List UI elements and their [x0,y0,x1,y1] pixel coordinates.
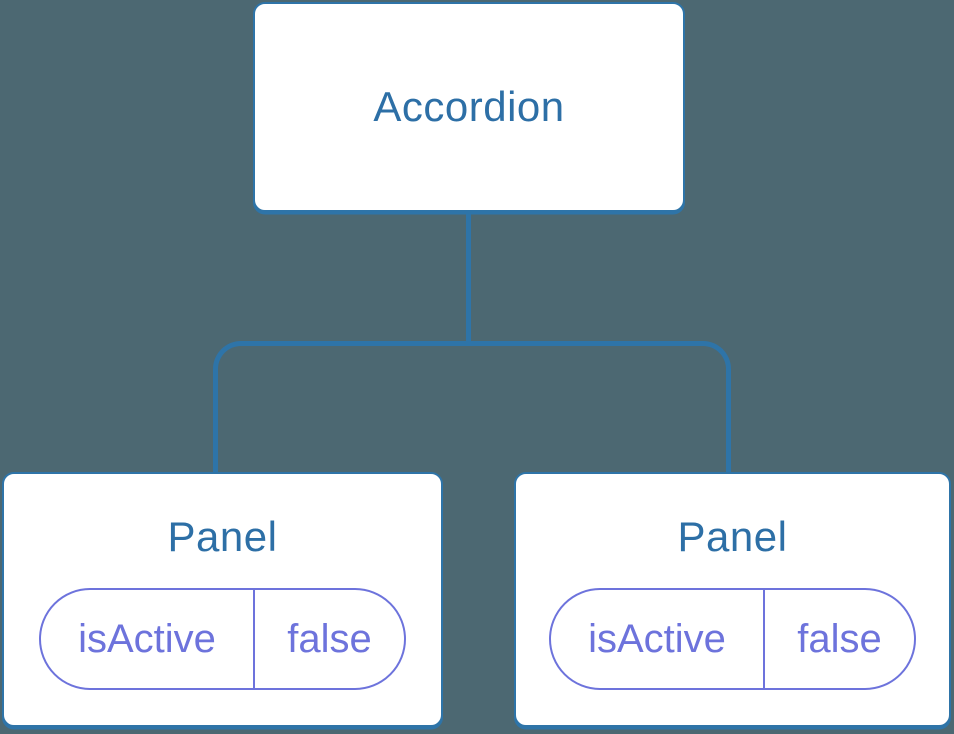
prop-name: isActive [41,590,255,688]
panel-node-label: Panel [677,513,788,560]
root-node-accordion: Accordion [253,2,685,212]
connector-bracket [213,341,731,472]
prop-value: false [287,617,372,661]
root-node-label: Accordion [373,83,565,130]
prop-name: isActive [551,590,765,688]
child-node-panel-right: Panel isActive false [514,472,951,727]
prop-pill: isActive false [549,588,916,690]
prop-value: false [797,617,882,661]
panel-node-label: Panel [167,513,278,560]
child-node-panel-left: Panel isActive false [2,472,443,727]
prop-pill: isActive false [39,588,406,690]
connector-stem [466,212,471,346]
